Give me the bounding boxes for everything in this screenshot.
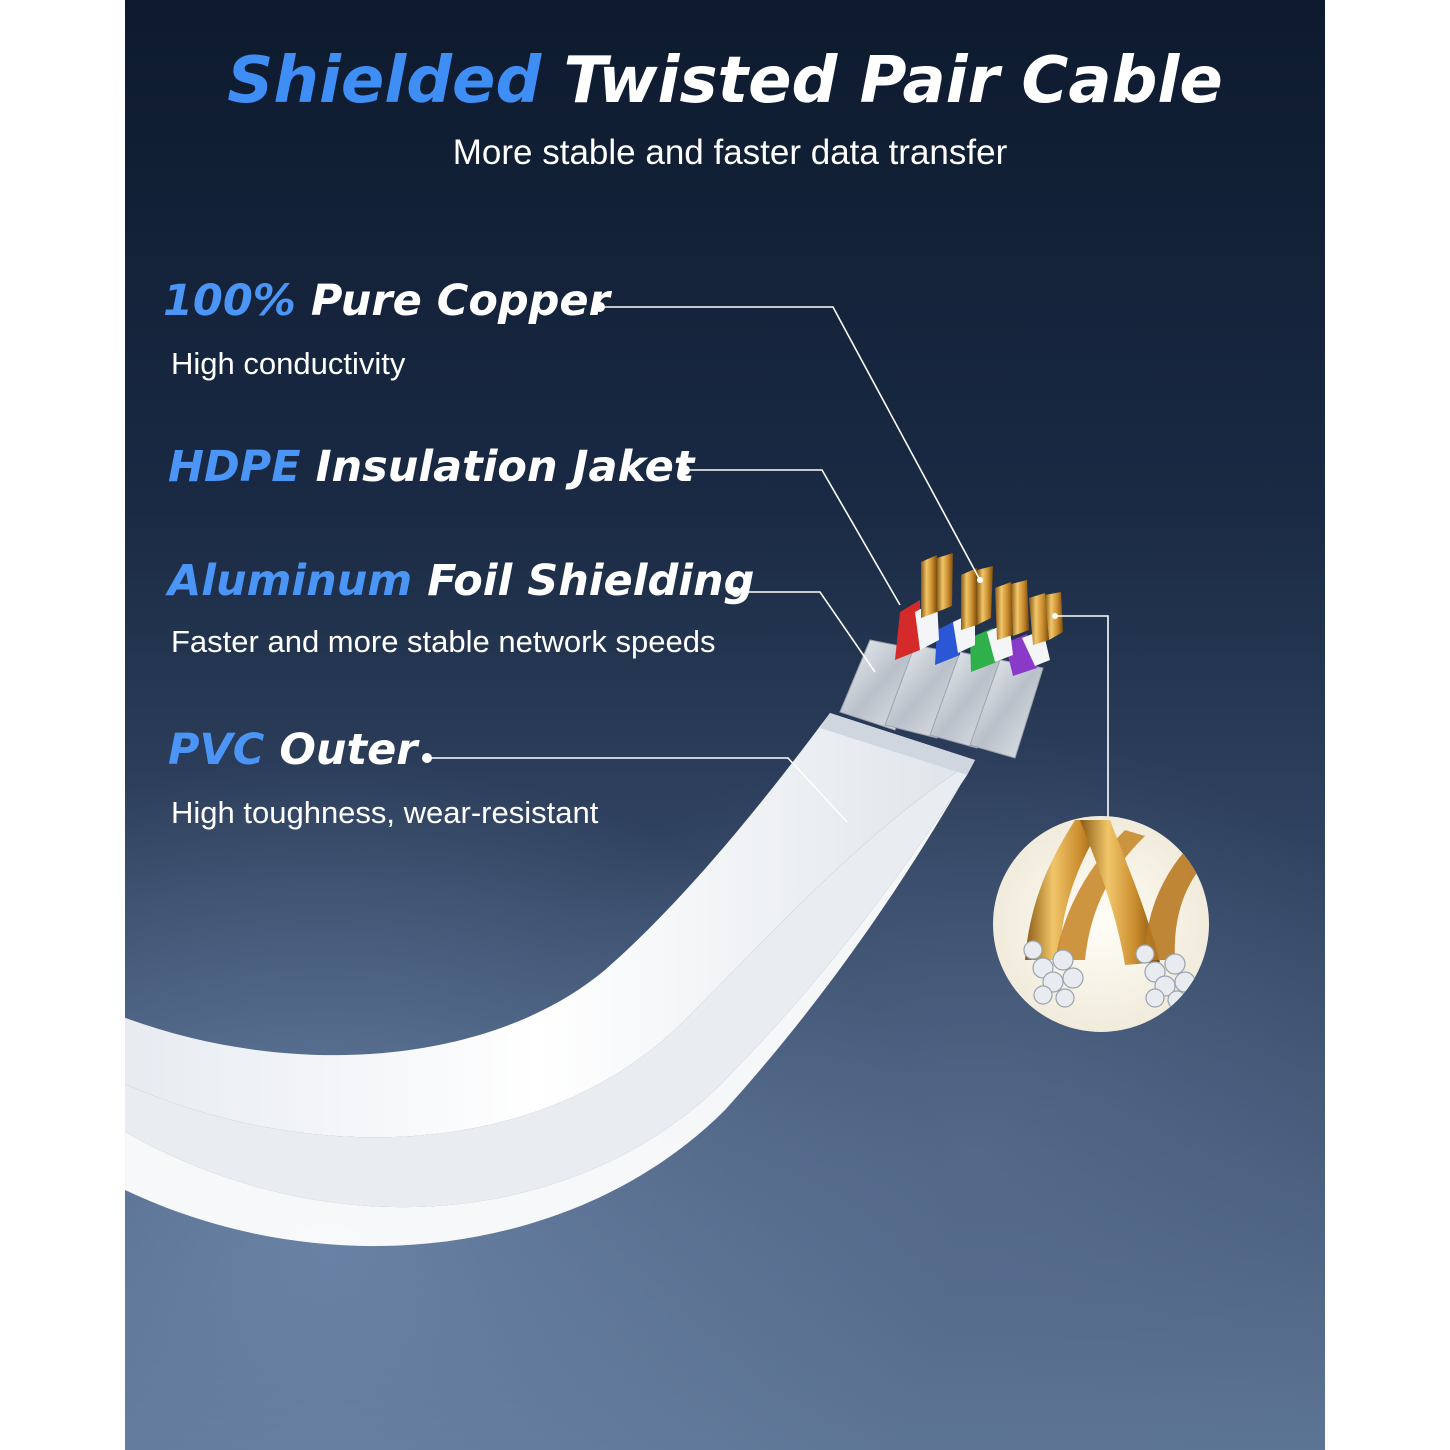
feature-pvc-desc: High toughness, wear-resistant [171,795,599,830]
pvc-outer-cable [125,713,975,1247]
copper-conductors [921,553,1063,645]
feature-hdpe-name: Insulation Jaket [315,442,695,492]
feature-hdpe-title: HDPE Insulation Jaket [168,442,694,492]
leader-dots [422,302,1058,763]
feature-hdpe-accent: HDPE [168,442,301,492]
feature-foil-title: Aluminum Foil Shielding [168,556,754,606]
leader-lines [427,306,1109,823]
feature-copper-accent: 100% [163,276,296,326]
feature-pvc-name: Outer [279,725,418,775]
feature-copper-name: Pure Copper [310,276,610,326]
leader-zoom [1055,615,1109,823]
feature-foil-desc: Faster and more stable network speeds [171,624,716,659]
leader-pvc [427,757,848,823]
leader-foil [736,591,876,673]
feature-pvc-title: PVC Outer [168,725,417,775]
copper-strand-zoom [993,816,1209,1032]
feature-foil-accent: Aluminum [168,556,413,606]
page-subtitle: More stable and faster data transfer [452,133,1008,172]
feature-pvc-accent: PVC [168,725,265,775]
page-title: Shielded Twisted Pair Cable [125,44,1325,118]
feature-foil-name: Foil Shielding [427,556,755,606]
title-main: Twisted Pair Cable [563,44,1223,118]
feature-copper-desc: High conductivity [171,346,406,381]
hdpe-insulated-wires [895,600,1050,676]
product-panel: Shielded Twisted Pair Cable More stable … [125,0,1325,1450]
leader-hdpe [685,469,901,606]
feature-copper-title: 100% Pure Copper [163,276,610,326]
cable-illustration [125,302,1209,1247]
title-accent: Shielded [227,44,542,118]
leader-copper [600,306,981,581]
aluminum-foil-pairs [839,639,1044,759]
